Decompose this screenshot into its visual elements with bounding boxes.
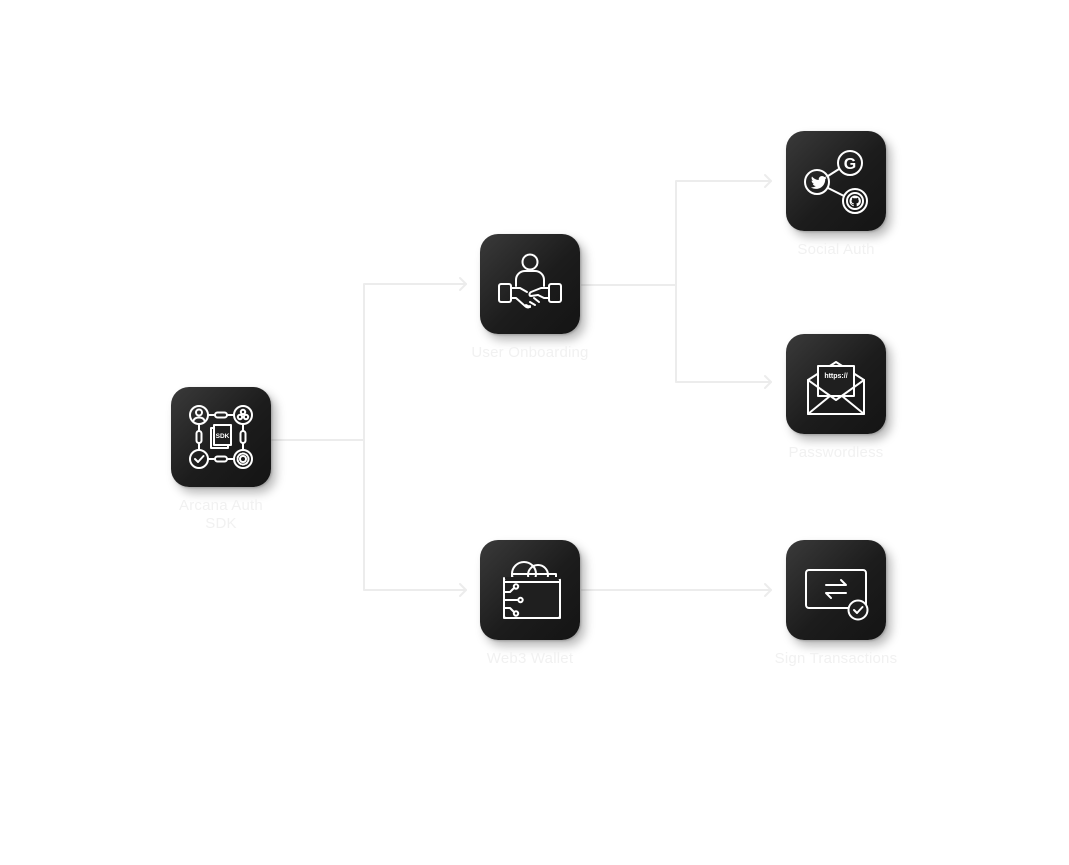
google-icon: G xyxy=(844,156,856,173)
sdk-network-icon: SDK xyxy=(189,405,253,469)
tile-user-onboarding xyxy=(480,234,580,334)
node-sign-transactions: Sign Transactions xyxy=(775,540,897,667)
label-passwordless: Passwordless xyxy=(788,444,884,461)
twitter-icon xyxy=(810,176,827,189)
node-arcana-auth-sdk: SDK Arcana Auth SDK xyxy=(171,387,271,532)
tile-sign-transactions xyxy=(786,540,886,640)
envelope-link-icon: https:// xyxy=(807,361,865,415)
node-user-onboarding: User Onboarding xyxy=(471,234,588,361)
edge-onboarding-social xyxy=(675,180,772,286)
label-user-onboarding: User Onboarding xyxy=(471,344,589,361)
handshake-user-icon xyxy=(498,253,562,309)
edge-sdk-onboarding xyxy=(363,283,467,441)
tile-arcana-auth-sdk: SDK xyxy=(171,387,271,487)
label-web3-wallet: Web3 Wallet xyxy=(486,650,574,667)
label-arcana-auth-sdk: Arcana Auth SDK xyxy=(179,497,263,532)
arrow-head xyxy=(764,375,772,389)
arrow-head xyxy=(764,174,772,188)
arrow-head xyxy=(459,583,467,597)
sdk-icon-text: SDK xyxy=(216,433,230,440)
label-social-auth: Social Auth xyxy=(797,241,875,258)
arrow-head xyxy=(459,277,467,291)
tile-social-auth: G xyxy=(786,131,886,231)
label-sign-transactions: Sign Transactions xyxy=(774,650,898,667)
node-web3-wallet: Web3 Wallet xyxy=(480,540,580,667)
transaction-check-icon xyxy=(805,569,869,621)
tile-web3-wallet xyxy=(480,540,580,640)
arrow-head xyxy=(764,583,772,597)
social-share-icon: G xyxy=(804,150,868,214)
tile-passwordless: https:// xyxy=(786,334,886,434)
https-icon-text: https:// xyxy=(824,373,847,380)
node-social-auth: G Social Auth xyxy=(786,131,886,258)
edge-sdk-wallet xyxy=(363,439,467,591)
wallet-icon xyxy=(503,561,561,619)
node-passwordless: https:// Passwordless xyxy=(786,334,886,461)
edge-onboarding-passwordless xyxy=(675,284,772,383)
github-icon xyxy=(849,195,861,207)
